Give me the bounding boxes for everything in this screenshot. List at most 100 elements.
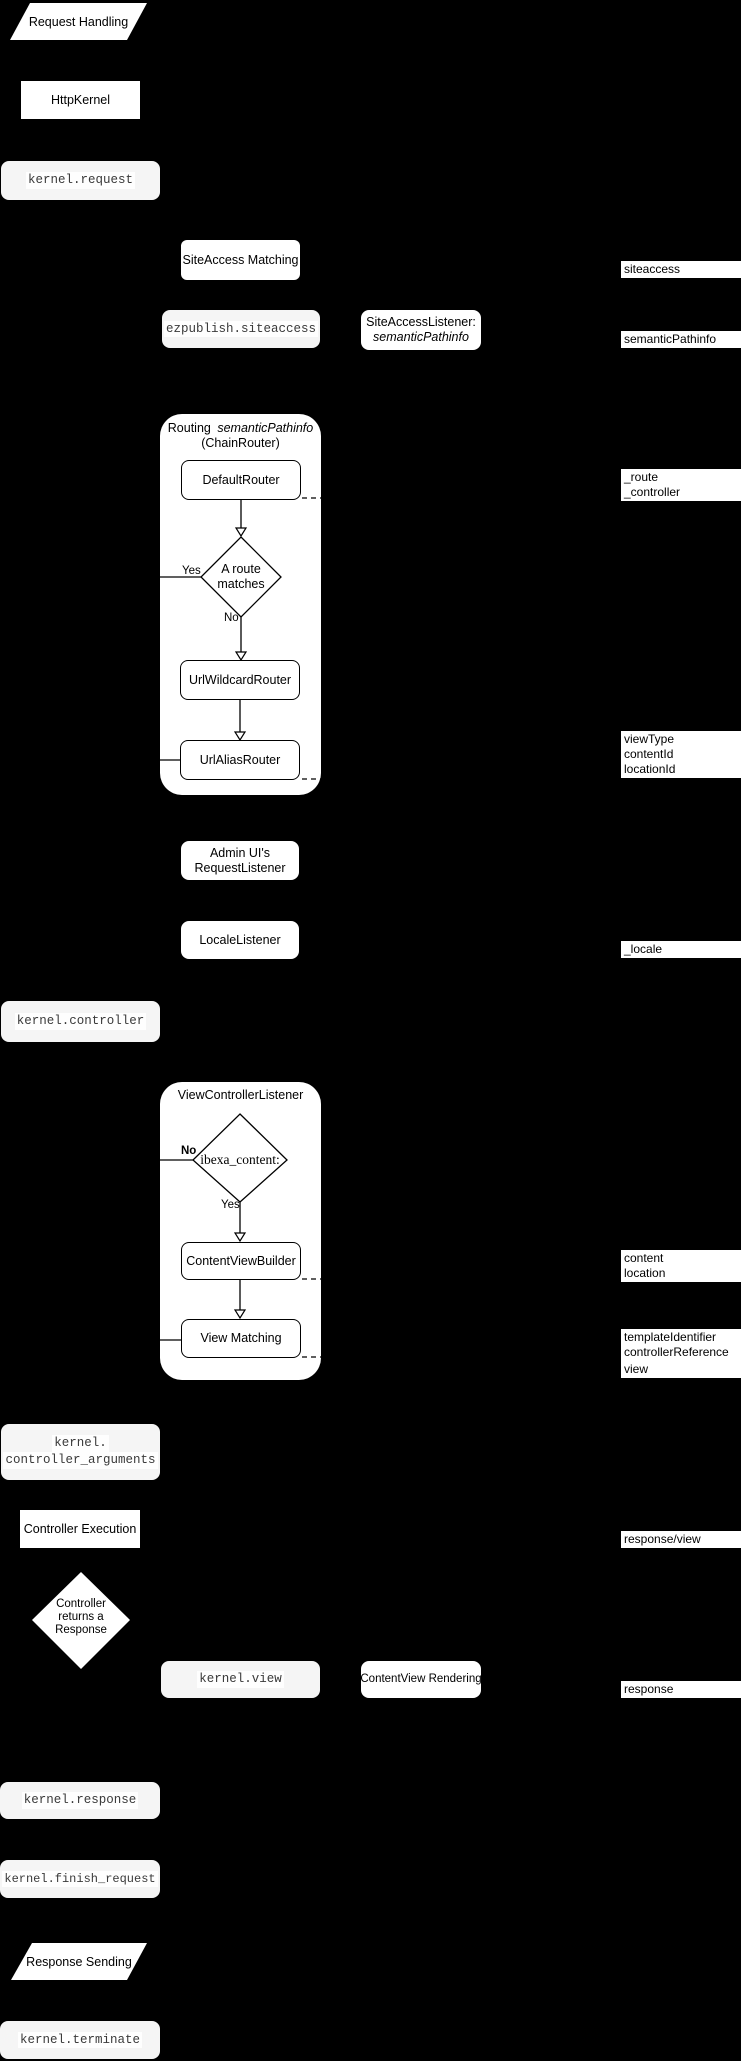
url-wildcard-router-node: UrlWildcardRouter — [180, 660, 300, 700]
locale-text: _locale — [624, 942, 663, 956]
controller-returns-line1: Controller — [56, 1598, 106, 1610]
locale-listener-node: LocaleListener — [181, 921, 299, 959]
arrowhead-open — [233, 1232, 247, 1243]
response-text: response — [624, 1682, 674, 1696]
request-handling-text: Request Handling — [28, 14, 129, 29]
kernel-terminate-label: kernel.terminate — [17, 2031, 143, 2049]
ezpublish-siteaccess-event: ezpublish.siteaccess — [162, 310, 320, 348]
siteaccess-annotation: siteaccess — [621, 261, 741, 278]
response-sending-parallelogram — [11, 1943, 147, 1980]
template-identifier-text: templateIdentifier — [624, 1330, 717, 1344]
response-view-annotation: response/view — [621, 1531, 741, 1548]
response-sending-text: Response Sending — [26, 1954, 132, 1969]
kernel-controller-event: kernel.controller — [1, 1001, 160, 1042]
response-sending-label: Response Sending — [11, 1943, 147, 1980]
route-yes-label: Yes — [182, 565, 201, 577]
controller-returns-response-label: Controller returns a Response — [32, 1598, 130, 1637]
siteaccess-listener-node: SiteAccessListener: semanticPathinfo — [361, 310, 481, 350]
route-text: _route — [624, 470, 659, 484]
route-matches-line1: A route — [221, 562, 261, 576]
controller-returns-line2: returns a — [58, 1611, 104, 1623]
view-annotation: view — [621, 1361, 741, 1378]
urlalias-params-annotation: viewType contentId locationId — [621, 731, 741, 778]
request-handling-parallelogram — [10, 3, 147, 40]
siteaccess-matching-label: SiteAccess Matching — [182, 252, 299, 267]
kernel-controller-label: kernel.controller — [14, 1013, 147, 1030]
response-view-text: response/view — [624, 1532, 701, 1546]
route-no-label: No — [224, 612, 239, 624]
content-view-builder-node: ContentViewBuilder — [181, 1242, 301, 1280]
routing-title-param: semanticPathinfo — [217, 421, 314, 435]
locale-annotation: _locale — [621, 941, 741, 958]
arrowhead-open — [234, 527, 248, 538]
kernel-controller-arguments-line1: kernel. — [52, 1435, 109, 1452]
content-yes-label: Yes — [221, 1199, 240, 1211]
view-matching-node: View Matching — [181, 1319, 301, 1358]
default-router-label: DefaultRouter — [202, 472, 280, 487]
siteaccess-listener-title: SiteAccessListener: — [366, 315, 476, 330]
ibexa-content-text: ibexa_content: — [200, 1152, 280, 1167]
content-view-builder-label: ContentViewBuilder — [186, 1253, 296, 1268]
routing-title-text: Routing — [167, 421, 211, 435]
locale-listener-label: LocaleListener — [199, 932, 281, 947]
view-controller-group-title: ViewControllerListener — [160, 1088, 321, 1102]
kernel-finish-request-label: kernel.finish_request — [2, 1870, 158, 1888]
contentid-text: contentId — [624, 747, 674, 761]
kernel-response-event: kernel.response — [0, 1782, 160, 1819]
ibexa-content-label: ibexa_content: — [190, 1151, 290, 1169]
url-alias-router-node: UrlAliasRouter — [180, 740, 300, 780]
content-no-label: No — [181, 1145, 197, 1157]
default-router-node: DefaultRouter — [181, 460, 301, 500]
view-controller-title-text: ViewControllerListener — [177, 1088, 304, 1102]
kernel-request-label: kernel.request — [25, 172, 136, 189]
semantic-pathinfo-annotation: semanticPathinfo — [621, 331, 741, 348]
locationid-text: locationId — [624, 762, 676, 776]
content-view-rendering-node: ContentView Rendering — [360, 1661, 482, 1698]
controller-returns-line3: Response — [55, 1624, 107, 1636]
matching-params-annotation: templateIdentifier controllerReference — [621, 1329, 741, 1361]
view-text: view — [624, 1362, 649, 1376]
routing-group-title: Routing semanticPathinfo (ChainRouter) — [160, 421, 321, 451]
admin-request-listener-line2: RequestListener — [194, 860, 286, 875]
url-wildcard-router-label: UrlWildcardRouter — [188, 672, 292, 687]
content-text: content — [624, 1251, 664, 1265]
routing-subtitle: (ChainRouter) — [201, 436, 280, 450]
controller-execution-node: Controller Execution — [20, 1510, 140, 1548]
content-view-rendering-label: ContentView Rendering — [360, 1672, 482, 1685]
kernel-finish-request-event: kernel.finish_request — [0, 1860, 160, 1898]
arrowhead-open — [234, 651, 248, 662]
arrowhead-open — [233, 1309, 247, 1320]
route-matches-line2: matches — [217, 576, 265, 591]
controller-execution-label: Controller Execution — [23, 1521, 137, 1536]
viewtype-text: viewType — [624, 732, 675, 746]
view-matching-label: View Matching — [200, 1331, 282, 1346]
kernel-request-event: kernel.request — [1, 161, 160, 200]
kernel-controller-arguments-event: kernel. controller_arguments — [1, 1424, 160, 1480]
location-text: location — [624, 1266, 666, 1280]
siteaccess-listener-param: semanticPathinfo — [373, 330, 469, 344]
controller-text: _controller — [624, 485, 681, 499]
route-matches-label: A route matches — [201, 562, 281, 591]
controller-returns-response-diamond — [32, 1572, 130, 1669]
ezpublish-siteaccess-label: ezpublish.siteaccess — [163, 320, 319, 338]
http-kernel-node: HttpKernel — [21, 81, 140, 119]
kernel-terminate-event: kernel.terminate — [0, 2021, 160, 2059]
url-alias-router-label: UrlAliasRouter — [199, 752, 281, 767]
kernel-response-label: kernel.response — [21, 1792, 139, 1809]
admin-request-listener-node: Admin UI's RequestListener — [181, 841, 299, 880]
response-annotation: response — [621, 1681, 741, 1698]
siteaccess-matching-node: SiteAccess Matching — [181, 240, 300, 280]
kernel-controller-arguments-line2: controller_arguments — [3, 1452, 158, 1469]
arrowhead-open — [233, 731, 247, 742]
siteaccess-text: siteaccess — [624, 262, 681, 276]
builder-params-annotation: content location — [621, 1250, 741, 1282]
kernel-view-label: kernel.view — [197, 1671, 284, 1688]
http-kernel-label: HttpKernel — [50, 92, 111, 107]
controller-reference-text: controllerReference — [624, 1345, 729, 1359]
route-controller-annotation: _route _controller — [621, 469, 741, 501]
request-handling-label: Request Handling — [10, 3, 147, 40]
admin-request-listener-line1: Admin UI's — [209, 845, 271, 860]
semantic-pathinfo-text: semanticPathinfo — [624, 332, 717, 346]
